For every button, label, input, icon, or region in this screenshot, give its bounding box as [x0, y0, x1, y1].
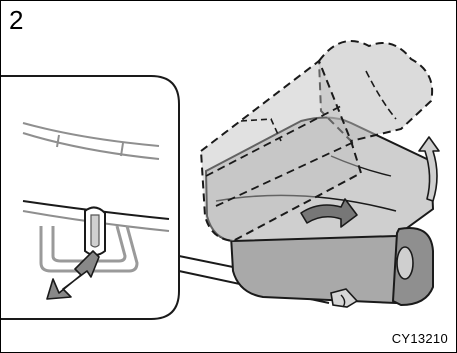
figure-code: CY13210 — [392, 331, 448, 346]
detail-inset — [1, 76, 179, 319]
seat-cushion — [231, 231, 421, 303]
inset-border — [1, 76, 179, 319]
